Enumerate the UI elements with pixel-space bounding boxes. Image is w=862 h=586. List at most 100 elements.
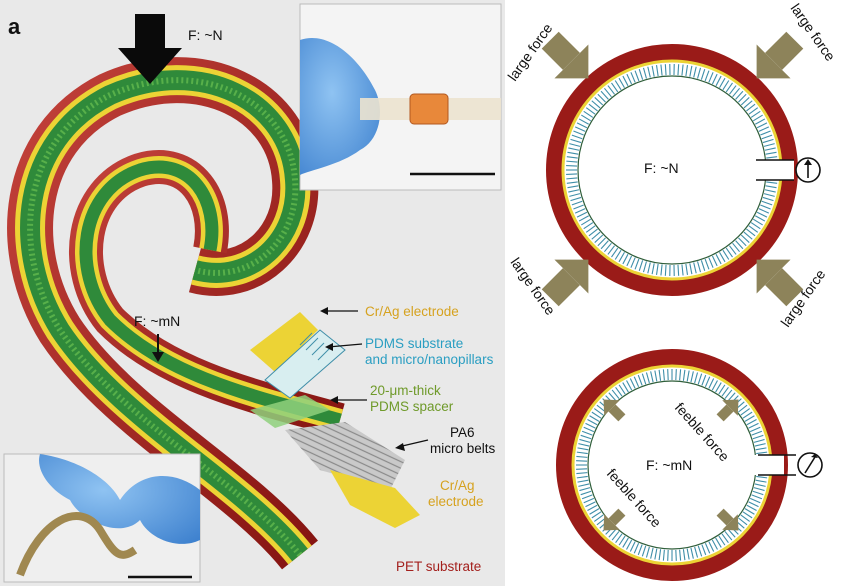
micro-pillar bbox=[758, 208, 770, 214]
micro-pillar bbox=[581, 430, 593, 436]
label-pdms-spacer: 20-μm-thick PDMS spacer bbox=[330, 383, 454, 414]
micro-pillar bbox=[567, 151, 579, 155]
micro-pillar bbox=[715, 382, 722, 393]
force-arrow-large bbox=[118, 14, 182, 84]
micro-pillar bbox=[651, 263, 655, 275]
micro-pillar bbox=[761, 200, 773, 206]
micro-pillar bbox=[738, 93, 747, 103]
micro-pillar bbox=[749, 426, 761, 433]
layer-label-line: Cr/Ag bbox=[440, 478, 475, 493]
right-bottom-diagram: F: ~mN feeble force feeble force bbox=[556, 349, 823, 581]
micro-pillar bbox=[693, 262, 697, 274]
micro-pillar bbox=[746, 504, 757, 511]
micro-pillar bbox=[765, 185, 777, 189]
micro-pillar bbox=[611, 82, 619, 93]
layer-labels: Cr/Ag electrode PDMS substrate and micro… bbox=[320, 304, 496, 574]
wire-top bbox=[756, 159, 794, 181]
micro-pillar bbox=[573, 204, 584, 210]
micro-pillar bbox=[742, 411, 753, 419]
micro-pillar bbox=[718, 535, 726, 546]
micro-pillar bbox=[727, 528, 736, 538]
micro-pillar bbox=[611, 389, 620, 399]
micro-pillar bbox=[711, 539, 718, 550]
micro-pillar bbox=[752, 434, 764, 440]
micro-pillar bbox=[580, 434, 592, 440]
arrow-large-bl bbox=[541, 259, 589, 307]
micro-pillar bbox=[732, 87, 740, 98]
center-label-bottom: F: ~mN bbox=[646, 457, 692, 473]
arrow-large-br bbox=[756, 259, 804, 307]
micro-pillar bbox=[754, 483, 766, 487]
micro-pillar bbox=[700, 69, 706, 80]
micro-pillar bbox=[743, 231, 753, 240]
micro-pillar bbox=[735, 90, 744, 100]
micro-pillar bbox=[587, 419, 598, 426]
micro-pillar bbox=[762, 138, 774, 144]
micro-pillar bbox=[597, 237, 606, 247]
micro-pillar bbox=[693, 66, 697, 78]
micro-pillar bbox=[738, 517, 748, 526]
label-pdms-substrate: PDMS substrate and micro/nanopillars bbox=[325, 336, 494, 367]
panel-label: a bbox=[8, 14, 21, 39]
micro-pillar bbox=[576, 451, 588, 455]
micro-pillar bbox=[740, 234, 750, 243]
micro-pillar bbox=[566, 177, 578, 180]
micro-pillar bbox=[581, 494, 593, 500]
micro-pillar bbox=[589, 415, 600, 422]
micro-pillar bbox=[611, 531, 620, 541]
wire-bottom bbox=[758, 454, 796, 476]
micro-pillar bbox=[634, 70, 640, 82]
micro-pillar bbox=[594, 97, 604, 106]
micro-pillar bbox=[752, 114, 763, 122]
micro-pillar bbox=[749, 497, 761, 504]
micro-pillar bbox=[604, 87, 612, 98]
micro-pillar bbox=[679, 369, 682, 381]
micro-pillar bbox=[585, 225, 596, 233]
layer-cr-ag-top bbox=[250, 312, 318, 372]
micro-pillar bbox=[701, 374, 707, 386]
micro-pillar bbox=[607, 85, 616, 95]
micro-pillar bbox=[583, 497, 595, 504]
micro-pillar bbox=[751, 494, 763, 500]
micro-pillar bbox=[753, 487, 765, 492]
micro-pillar bbox=[748, 422, 759, 429]
layer-label-line: electrode bbox=[428, 494, 484, 509]
micro-pillar bbox=[645, 546, 650, 558]
micro-pillar bbox=[742, 511, 753, 519]
micro-pillar bbox=[690, 371, 694, 383]
micro-pillar bbox=[708, 72, 714, 83]
micro-pillar bbox=[588, 228, 598, 237]
micro-pillar bbox=[629, 378, 636, 389]
micro-pillar bbox=[722, 249, 730, 260]
micro-pillar bbox=[654, 548, 658, 560]
center-label-top: F: ~N bbox=[644, 160, 679, 176]
micro-pillar bbox=[574, 208, 586, 214]
micro-pillar bbox=[578, 215, 590, 222]
micro-pillar bbox=[724, 389, 733, 399]
micro-pillar bbox=[689, 263, 693, 275]
micro-pillar bbox=[645, 372, 650, 384]
micro-pillar bbox=[681, 264, 684, 276]
micro-pillar bbox=[634, 258, 640, 270]
micro-pillar bbox=[568, 189, 580, 193]
micro-pillar bbox=[655, 263, 659, 275]
micro-pillar bbox=[587, 504, 598, 511]
micro-pillar bbox=[622, 537, 629, 548]
micro-pillar bbox=[608, 392, 617, 402]
micro-pillar bbox=[756, 475, 768, 479]
micro-pillar bbox=[642, 67, 647, 79]
micro-pillar bbox=[594, 514, 604, 522]
micro-pillar bbox=[578, 483, 590, 487]
micro-pillar bbox=[746, 228, 756, 237]
micro-pillar bbox=[638, 260, 644, 271]
pillars-hatch bbox=[299, 332, 331, 361]
micro-pillar bbox=[740, 514, 750, 522]
micro-pillar bbox=[763, 193, 775, 197]
micro-pillar bbox=[700, 260, 706, 271]
micro-pillar bbox=[580, 490, 592, 496]
micro-pillar bbox=[576, 122, 588, 129]
micro-pillar bbox=[626, 73, 633, 85]
micro-pillar bbox=[765, 151, 777, 155]
micro-pillar bbox=[746, 419, 757, 426]
micro-pillar bbox=[755, 447, 767, 451]
